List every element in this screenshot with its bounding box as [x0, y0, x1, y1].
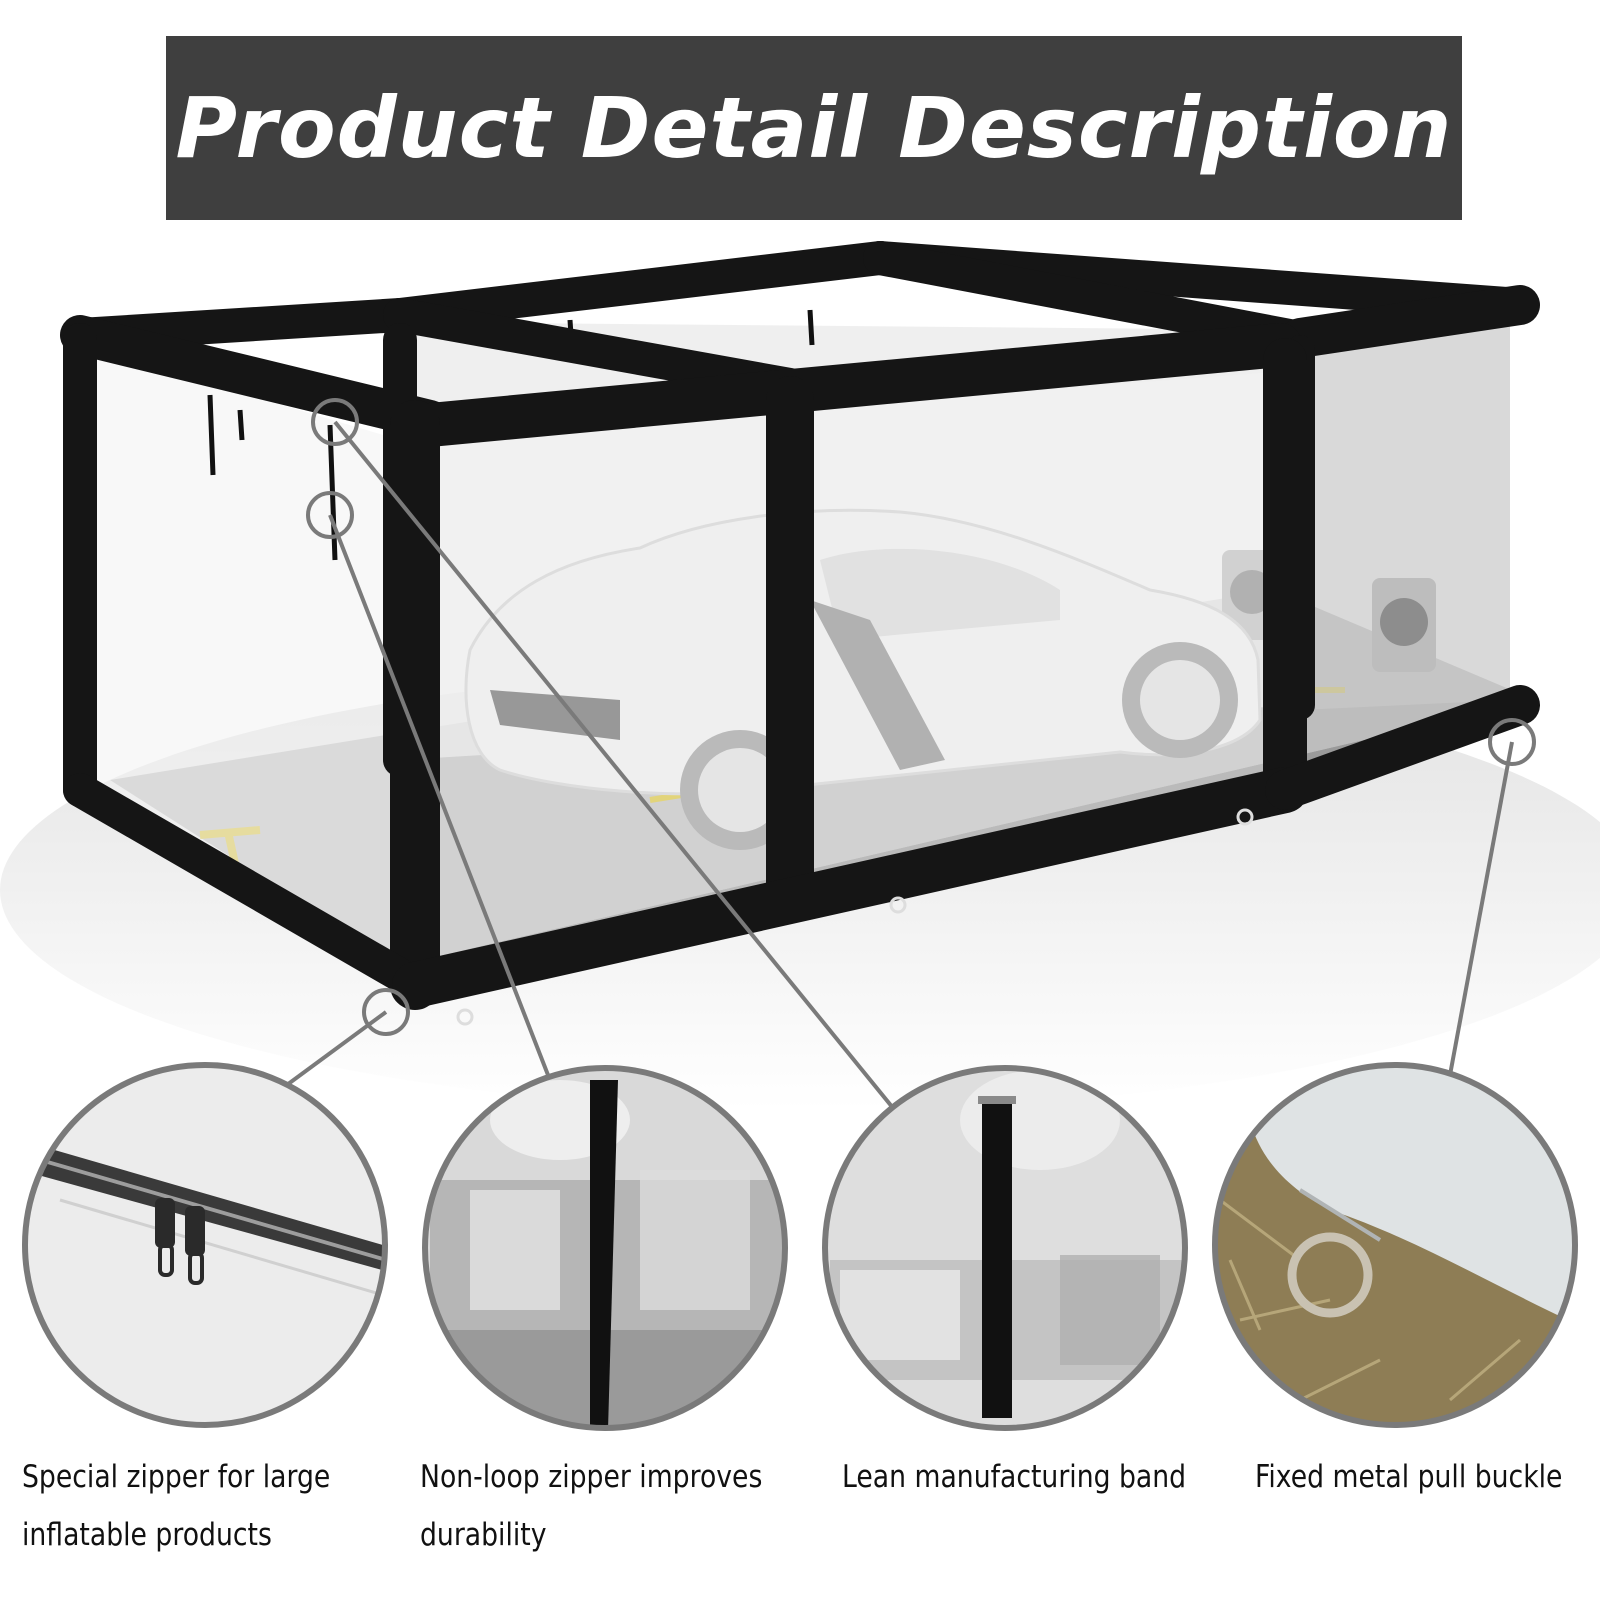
caption-line: Non-loop zipper improves [420, 1459, 763, 1495]
title-banner: Product Detail Description [166, 36, 1462, 220]
car-side-blade [810, 600, 945, 770]
caption-line: durability [420, 1517, 547, 1553]
callout-lines [278, 420, 1514, 1110]
caption-line: Special zipper for large [22, 1459, 331, 1495]
inflatable-car-tent [60, 241, 1540, 1026]
caption-line: Fixed metal pull buckle [1255, 1459, 1563, 1495]
feature-caption-non-loop-zipper: Non-loop zipper improves durability [420, 1448, 762, 1564]
caption-line: Lean manufacturing band [842, 1459, 1187, 1495]
feature-caption-band: Lean manufacturing band [842, 1448, 1186, 1506]
feature-caption-buckle: Fixed metal pull buckle [1255, 1448, 1562, 1506]
page-title: Product Detail Description [175, 79, 1453, 177]
feature-caption-zipper: Special zipper for large inflatable prod… [22, 1448, 330, 1564]
zipper-strap-closeup-icon [422, 1065, 788, 1431]
band-closeup-icon [822, 1065, 1188, 1431]
metal-buckle-closeup-icon [1212, 1062, 1578, 1428]
zipper-closeup-icon [22, 1062, 388, 1428]
callout-markers [306, 398, 1536, 1036]
caption-line: inflatable products [22, 1517, 272, 1553]
